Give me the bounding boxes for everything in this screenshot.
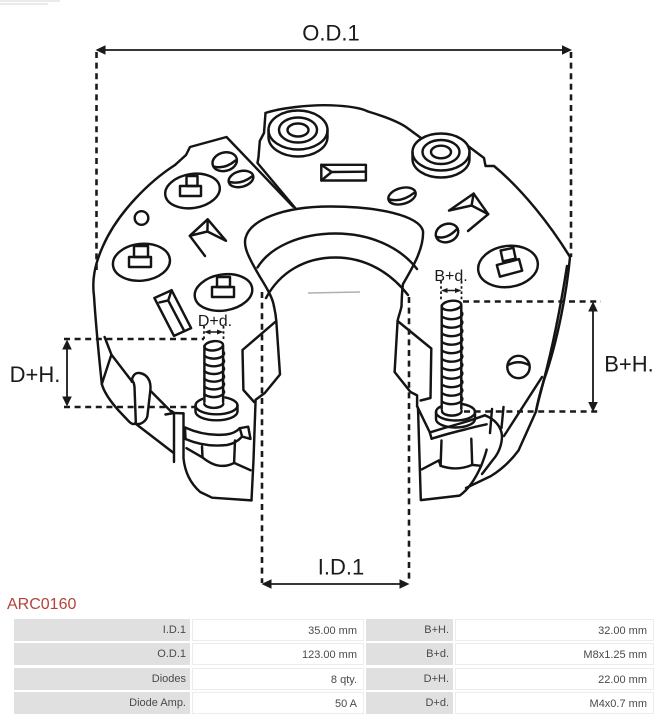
svg-text:B+d.: B+d. bbox=[434, 268, 467, 285]
svg-text:D+H.: D+H. bbox=[10, 362, 61, 387]
svg-text:I.D.1: I.D.1 bbox=[318, 555, 364, 580]
svg-text:D+d.: D+d. bbox=[198, 313, 232, 330]
svg-text:O.D.1: O.D.1 bbox=[302, 21, 359, 46]
svg-text:B+H.: B+H. bbox=[604, 352, 654, 377]
